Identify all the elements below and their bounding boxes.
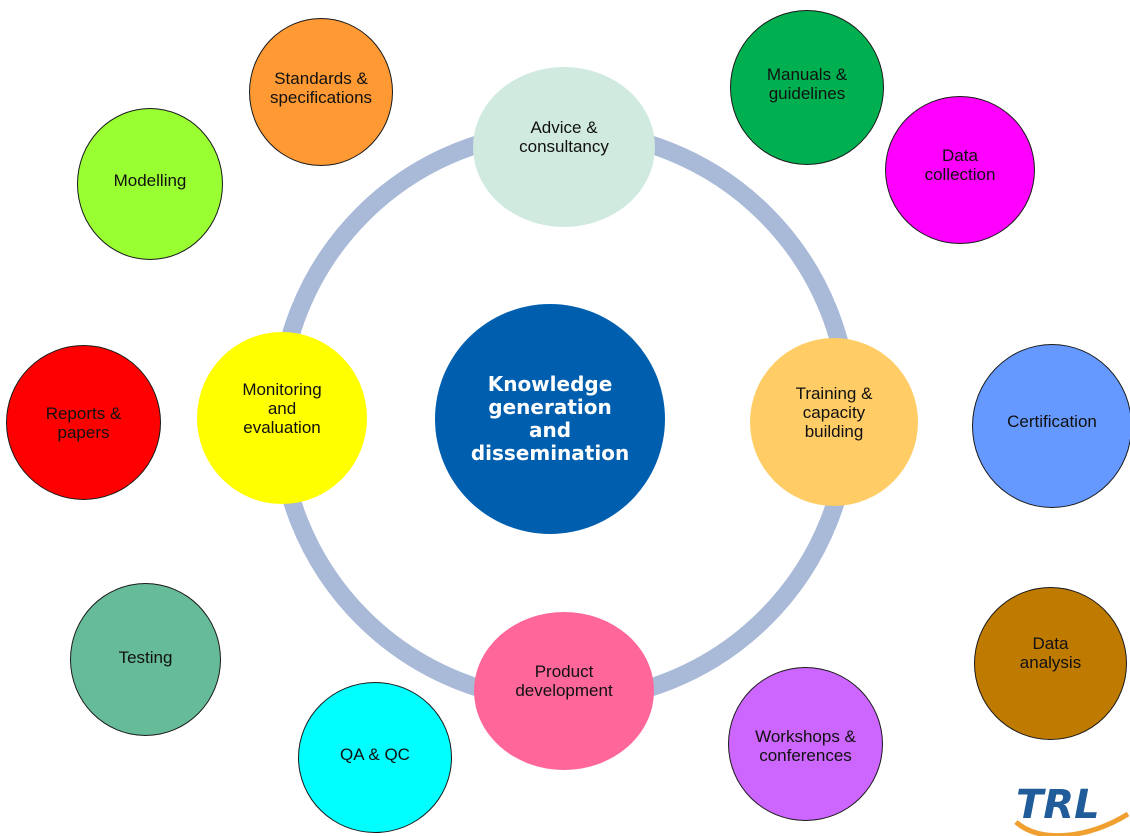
node-manuals: Manuals & guidelines [730, 10, 884, 165]
center-hub-label: Knowledge generation and dissemination [470, 372, 630, 465]
node-advice-label: Advice & consultancy [519, 118, 609, 156]
node-reports: Reports & papers [6, 345, 161, 500]
node-certification: Certification [972, 344, 1130, 508]
node-training: Training & capacity building [750, 338, 918, 506]
center-hub: Knowledge generation and dissemination [435, 304, 665, 534]
trl-logo: TRL [1014, 782, 1130, 836]
node-manuals-label: Manuals & guidelines [766, 64, 848, 103]
node-workshops: Workshops & conferences [728, 667, 883, 821]
node-standards-label: Standards & specifications [269, 69, 373, 107]
node-certification-label: Certification [1007, 411, 1097, 431]
node-reports-label: Reports & papers [45, 403, 122, 442]
node-data-collection-label: Data collection [924, 146, 996, 184]
node-standards: Standards & specifications [249, 18, 393, 166]
node-training-label: Training & capacity building [795, 383, 873, 441]
node-product-label: Product development [515, 662, 613, 700]
node-advice: Advice & consultancy [473, 67, 655, 227]
node-modelling-label: Modelling [113, 170, 187, 190]
node-data-analysis-label: Data analysis [1019, 633, 1082, 672]
node-monitoring: Monitoring and evaluation [197, 332, 367, 504]
node-product: Product development [474, 612, 654, 770]
node-data-collection: Data collection [885, 96, 1035, 244]
logo-swoosh [1014, 811, 1130, 836]
node-testing-label: Testing [118, 648, 173, 667]
logo-text: TRL [1016, 782, 1100, 828]
node-data-analysis: Data analysis [974, 587, 1127, 740]
node-qa-qc: QA & QC [298, 682, 452, 833]
node-qa-qc-label: QA & QC [340, 745, 410, 764]
node-workshops-label: Workshops & conferences [755, 727, 856, 765]
node-monitoring-label: Monitoring and evaluation [242, 379, 322, 437]
node-modelling: Modelling [77, 108, 223, 260]
node-testing: Testing [70, 583, 221, 736]
